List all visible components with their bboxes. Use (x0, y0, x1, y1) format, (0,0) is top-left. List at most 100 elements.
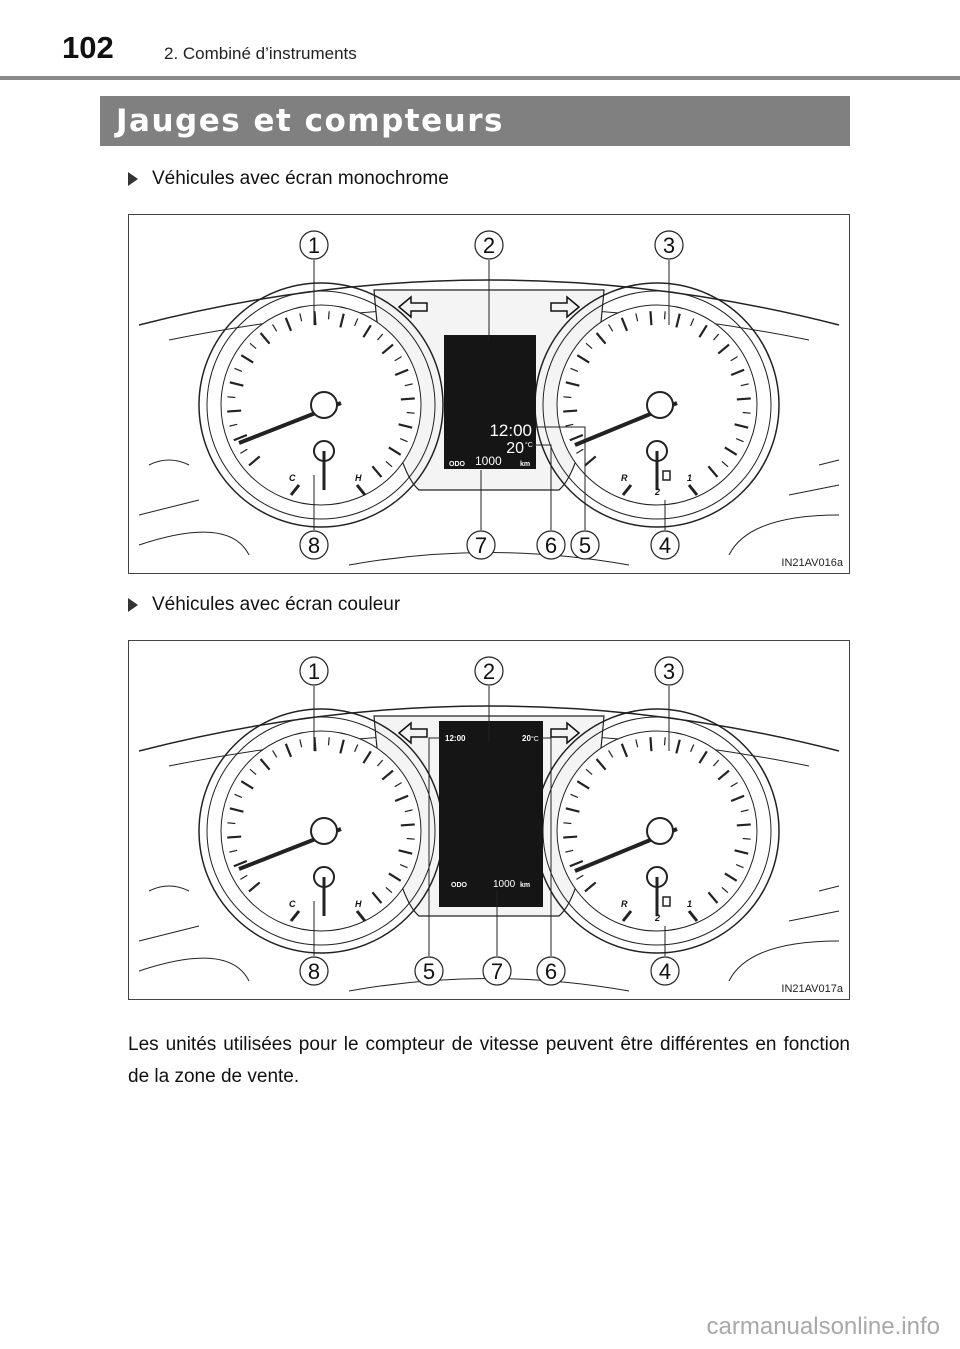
left-gauge: C H (198, 708, 444, 954)
display-odo-value: 1000 (493, 879, 516, 890)
callout-7: 7 (475, 533, 487, 558)
gauge-tick (585, 342, 593, 350)
display-temp-unit: °C (525, 441, 533, 449)
fuel-one-label: 1 (687, 899, 692, 909)
gauge-tick (394, 368, 409, 377)
left-gauge: C H (198, 282, 444, 528)
fuel-pump-icon (662, 470, 671, 481)
multi-info-display (444, 335, 536, 469)
gauge-tick (565, 849, 574, 853)
callouts: 1 2 3 4 5 6 7 8 (299, 230, 684, 560)
temp-cold-label: C (289, 473, 296, 483)
gauge-tick (234, 793, 243, 798)
gauge-tick (563, 822, 572, 825)
figure-monochrome: C H R 1 2 12:00 20 °C ODO 1000 (128, 214, 850, 574)
gauge-tick (595, 758, 607, 771)
gauge-tick (742, 837, 751, 840)
callout-4: 4 (659, 959, 671, 984)
callout-5: 5 (579, 533, 591, 558)
gauge-tick (259, 758, 271, 771)
gauge-tick (730, 782, 738, 788)
fuel-reserve-label: R (621, 473, 628, 483)
callout-6: 6 (545, 959, 557, 984)
gauge-tick (663, 311, 666, 320)
callout-4: 4 (659, 533, 671, 558)
gauge-tick (248, 881, 261, 893)
callout-1: 1 (308, 233, 320, 258)
gauge-tick (675, 739, 681, 754)
gauge-tick (233, 433, 248, 442)
gauge-tick (740, 809, 749, 813)
gauge-tick (569, 859, 584, 868)
gauge-tick (284, 743, 293, 758)
gauge-tick (394, 356, 402, 362)
fuel-one-label: 1 (687, 473, 692, 483)
gauge-tick (362, 750, 372, 764)
gauge-tick (381, 769, 394, 781)
gauge-tick (595, 332, 607, 345)
instrument-cluster-illustration: C H R 1 2 12:00 20 °C ODO 1000 km (138, 656, 840, 992)
gauge-tick (730, 368, 745, 377)
temp-hot-label: H (355, 473, 362, 483)
gauge-tick (569, 433, 584, 442)
section-title: Jauges et compteurs (116, 103, 504, 139)
gauge-tick (388, 446, 402, 456)
display-odo-label: ODO (449, 461, 466, 468)
gauge-tick (690, 318, 695, 327)
gauge-tick (272, 324, 278, 332)
gauge-tick (635, 313, 639, 322)
gauge-tick (576, 448, 584, 454)
bullet-arrow-icon (128, 172, 138, 186)
gauge-tick (563, 835, 578, 839)
display-temp-unit: °C (531, 735, 539, 743)
gauge-tick (649, 311, 653, 326)
gauge-tick (240, 874, 248, 880)
fuel-pump-icon (662, 896, 671, 907)
gauge-tick (259, 332, 271, 345)
gauge-tick (742, 411, 751, 414)
callout-8: 8 (308, 533, 320, 558)
gauge-tick (394, 794, 409, 803)
gauge-tick (565, 807, 580, 813)
gauge-tick (249, 342, 257, 350)
gauge-tick (240, 780, 254, 790)
gauge-tick (233, 859, 248, 868)
gauge-tick (229, 849, 238, 853)
gauge-tick (227, 835, 242, 839)
callout-7: 7 (491, 959, 503, 984)
display-clock: 12:00 (445, 734, 466, 743)
gauge-tick (570, 793, 579, 798)
display-odo-label: ODO (451, 882, 468, 889)
gauge-tick (400, 397, 415, 401)
display-odo-unit: km (520, 461, 530, 468)
gauge-tick (707, 465, 719, 478)
gauge-tick (371, 891, 383, 904)
gauge-tick (381, 343, 394, 355)
chapter-title: 2. Combiné d’instruments (164, 44, 357, 63)
gauge-tick (404, 383, 413, 387)
gauge-tick (240, 448, 248, 454)
gauge-tick (730, 794, 745, 803)
gauge-tick (398, 423, 413, 429)
gauge-tick (675, 313, 681, 328)
fuel-half-label: 2 (654, 487, 660, 497)
display-odo-value: 1000 (475, 454, 502, 468)
gauge-tick (724, 872, 738, 882)
gauge-tick (234, 367, 243, 372)
gauge-tick (730, 356, 738, 362)
fuel-half-label: 2 (654, 913, 660, 923)
gauge-tick (398, 849, 413, 855)
gauge-tick (712, 759, 720, 767)
gauge-tick (721, 886, 729, 894)
gauge-tick (576, 874, 584, 880)
gauge-tick (576, 780, 590, 790)
callouts: 1 2 3 4 5 6 7 8 (299, 656, 684, 986)
gauge-tick (635, 739, 639, 748)
gauge-tick (354, 744, 359, 753)
gauge-tick (740, 383, 749, 387)
gauge-tick (299, 313, 303, 322)
gauge-tick (649, 737, 653, 752)
display-clock: 12:00 (489, 421, 532, 440)
gauge-tick (339, 739, 345, 754)
figure-color: C H R 1 2 12:00 20 °C ODO 1000 km (128, 640, 850, 1000)
